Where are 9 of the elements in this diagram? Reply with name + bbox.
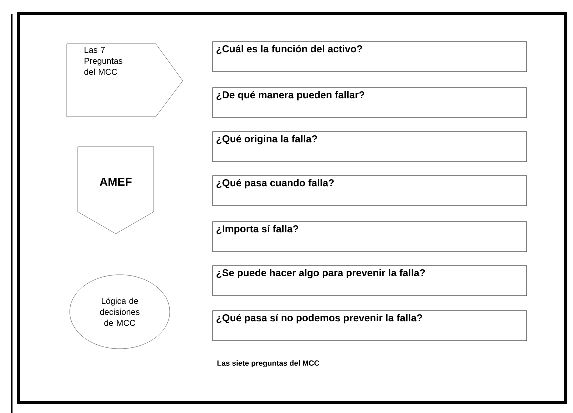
question-box: ¿Cuál es la función del activo? (212, 42, 528, 72)
pentagon-box: Las 7 Preguntas del MCC (66, 44, 184, 118)
question-box: ¿Qué origina la falla? (212, 132, 528, 162)
question-box: ¿Se puede hacer algo para prevenir la falla? (212, 266, 528, 296)
question-box: ¿Qué pasa cuando falla? (212, 176, 528, 206)
question-box: ¿Qué pasa sí no podemos prevenir la falla? (212, 310, 528, 342)
question-box: ¿De qué manera pueden fallar? (212, 88, 528, 118)
pentagon-box: AMEF (78, 146, 154, 234)
question-box: ¿Importa sí falla? (212, 222, 528, 252)
